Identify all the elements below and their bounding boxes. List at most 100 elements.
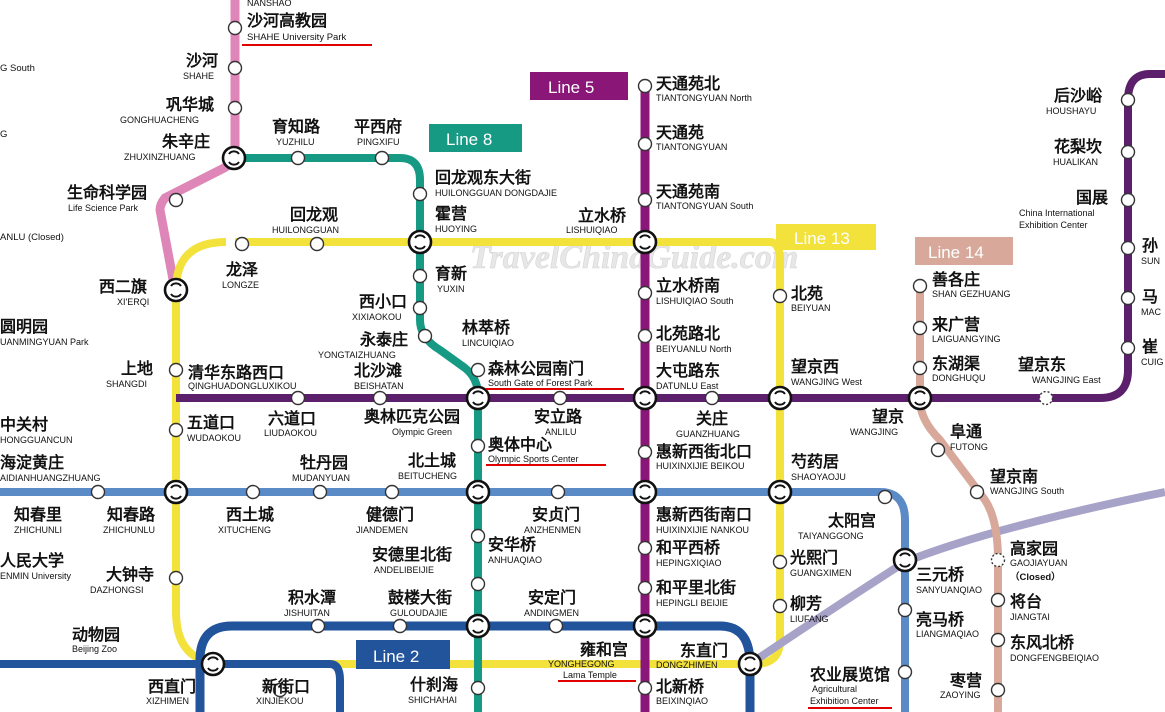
- label-nanshao: NANSHAO: [247, 0, 292, 8]
- svg-text:TIANTONGYUAN: TIANTONGYUAN: [656, 142, 727, 152]
- svg-text:DONGZHIMEN: DONGZHIMEN: [656, 660, 718, 670]
- label-shangezhuang: 善各庄: [932, 270, 980, 289]
- label-lincuiqiao: 林萃桥: [462, 318, 511, 337]
- svg-text:Life Science Park: Life Science Park: [68, 203, 139, 213]
- label-hepinglibeijie: 和平里北街: [656, 578, 736, 597]
- line-2-label: Line 2: [356, 640, 450, 669]
- svg-text:PINGXIFU: PINGXIFU: [357, 137, 400, 147]
- svg-text:Line 2: Line 2: [373, 647, 419, 666]
- svg-text:TIANTONGYUAN South: TIANTONGYUAN South: [656, 201, 753, 211]
- label-left-g: G: [0, 129, 7, 140]
- label-jiangtai: 将台: [1010, 592, 1042, 611]
- label-guangximen: 光熙门: [789, 548, 838, 567]
- svg-text:HUALIKAN: HUALIKAN: [1053, 157, 1098, 167]
- svg-text:WUDAOKOU: WUDAOKOU: [187, 433, 241, 443]
- label-olympic-green: 奥林匹克公园: [364, 407, 460, 426]
- label-datunlu-e: 大屯路东: [656, 361, 720, 380]
- svg-text:HUIXINXIJIE BEIKOU: HUIXINXIJIE BEIKOU: [656, 461, 745, 471]
- label-shichahai: 什刹海: [410, 675, 458, 694]
- svg-text:（Closed）: （Closed）: [1010, 571, 1061, 583]
- svg-text:XIXIAOKOU: XIXIAOKOU: [352, 312, 402, 322]
- svg-text:HEPINGXIQIAO: HEPINGXIQIAO: [656, 558, 722, 568]
- svg-text:XI'ERQI: XI'ERQI: [117, 297, 149, 307]
- svg-text:LAIGUANGYING: LAIGUANGYING: [932, 334, 1001, 344]
- svg-text:HUILONGGUAN DONGDAJIE: HUILONGGUAN DONGDAJIE: [435, 188, 557, 198]
- label-houshayu: 后沙峪: [1054, 86, 1103, 105]
- label-xitucheng: 西土城: [226, 505, 274, 524]
- label-huoying: 霍营: [435, 204, 467, 223]
- svg-text:Agricultural: Agricultural: [812, 684, 857, 694]
- label-sun: 孙: [1142, 236, 1158, 255]
- svg-text:BEITUCHENG: BEITUCHENG: [398, 471, 457, 481]
- svg-text:SANYUANQIAO: SANYUANQIAO: [916, 585, 982, 595]
- svg-text:Line 13: Line 13: [794, 229, 850, 248]
- line-13-label: Line 13: [776, 224, 876, 250]
- svg-text:XINJIEKOU: XINJIEKOU: [256, 696, 304, 706]
- svg-text:GUANGXIMEN: GUANGXIMEN: [790, 568, 852, 578]
- svg-text:UANMINGYUAN Park: UANMINGYUAN Park: [0, 337, 89, 347]
- line-8-label: Line 8: [429, 124, 522, 152]
- label-huilongguan: 回龙观: [290, 205, 338, 224]
- label-tiantongyuan-n: 天通苑北: [656, 74, 720, 93]
- svg-text:Exhibition Center: Exhibition Center: [1019, 220, 1088, 230]
- label-sanyuanqiao: 三元桥: [916, 565, 965, 584]
- highlight-underlines: [242, 44, 892, 709]
- svg-text:JIANGTAI: JIANGTAI: [1010, 612, 1050, 622]
- transfer-stations: [163, 145, 933, 677]
- svg-text:ANDINGMEN: ANDINGMEN: [524, 608, 579, 618]
- svg-text:ANDELIBEIJIE: ANDELIBEIJIE: [374, 565, 434, 575]
- label-xixiaokou: 西小口: [359, 292, 407, 311]
- label-beitucheng: 北土城: [408, 451, 456, 470]
- label-left-anlu: ANLU (Closed): [0, 232, 64, 243]
- label-guozhan: 国展: [1076, 188, 1109, 207]
- station-dots: [90, 20, 1136, 698]
- label-haidianhuangzhuang: 海淀黄庄: [0, 453, 64, 472]
- svg-text:ZHUXINZHUANG: ZHUXINZHUANG: [124, 152, 196, 162]
- label-huixinxijie-bk: 惠新西街北口: [656, 442, 752, 461]
- label-jiandemen: 健德门: [366, 505, 414, 524]
- label-beiyuan: 北苑: [791, 284, 823, 303]
- label-beiyuanlu-n: 北苑路北: [656, 324, 720, 343]
- label-olympic-sports: 奥体中心: [488, 435, 552, 454]
- label-xizhimen: 西直门: [148, 677, 196, 696]
- label-cui: 崔: [1142, 337, 1158, 356]
- label-longze: 龙泽: [225, 260, 258, 279]
- label-hepingxiqiao: 和平西桥: [656, 538, 721, 557]
- label-tiantongyuan: 天通苑: [656, 123, 704, 142]
- label-pingxifu: 平西府: [354, 117, 402, 136]
- label-beishatan: 北沙滩: [354, 361, 402, 380]
- svg-text:BEISHATAN: BEISHATAN: [354, 381, 404, 391]
- svg-text:ANHUAQIAO: ANHUAQIAO: [488, 555, 542, 565]
- label-taiyanggong: 太阳宫: [827, 511, 876, 530]
- svg-text:HONGGUANCUN: HONGGUANCUN: [0, 435, 73, 445]
- svg-text:SHAOYAOJU: SHAOYAOJU: [791, 472, 846, 482]
- label-liudaokou: 六道口: [268, 409, 316, 428]
- svg-text:DAZHONGSI: DAZHONGSI: [90, 585, 144, 595]
- svg-text:TIANTONGYUAN North: TIANTONGYUAN North: [656, 93, 752, 103]
- label-dazhongsi: 大钟寺: [106, 565, 154, 584]
- label-liufang: 柳芳: [790, 594, 822, 613]
- svg-text:Exhibition Center: Exhibition Center: [810, 696, 879, 706]
- label-anzhenmen: 安贞门: [532, 505, 580, 524]
- svg-text:SHAN GEZHUANG: SHAN GEZHUANG: [932, 289, 1011, 299]
- svg-text:Olympic Green: Olympic Green: [392, 427, 452, 437]
- svg-text:WANGJING South: WANGJING South: [990, 486, 1064, 496]
- label-yuxin: 育新: [435, 264, 467, 283]
- svg-text:YONGTAIZHUANG: YONGTAIZHUANG: [318, 350, 396, 360]
- svg-text:LIANGMAQIAO: LIANGMAQIAO: [916, 629, 979, 639]
- svg-text:BEIXINQIAO: BEIXINQIAO: [656, 696, 708, 706]
- svg-text:ZAOYING: ZAOYING: [940, 690, 981, 700]
- svg-text:QINGHUADONGLUXIKOU: QINGHUADONGLUXIKOU: [188, 381, 297, 391]
- line-5-label: Line 5: [530, 72, 628, 100]
- svg-text:ANLILU: ANLILU: [545, 427, 577, 437]
- label-futong: 阜通: [950, 422, 982, 441]
- svg-text:BEIYUANLU North: BEIYUANLU North: [656, 344, 732, 354]
- label-shahe: 沙河: [186, 51, 218, 70]
- svg-text:DONGFENGBEIQIAO: DONGFENGBEIQIAO: [1010, 653, 1099, 663]
- svg-text:LINCUIQIAO: LINCUIQIAO: [462, 338, 514, 348]
- label-left-south: G South: [0, 63, 35, 74]
- svg-text:SUN: SUN: [1141, 256, 1160, 266]
- line-15: [176, 70, 1165, 402]
